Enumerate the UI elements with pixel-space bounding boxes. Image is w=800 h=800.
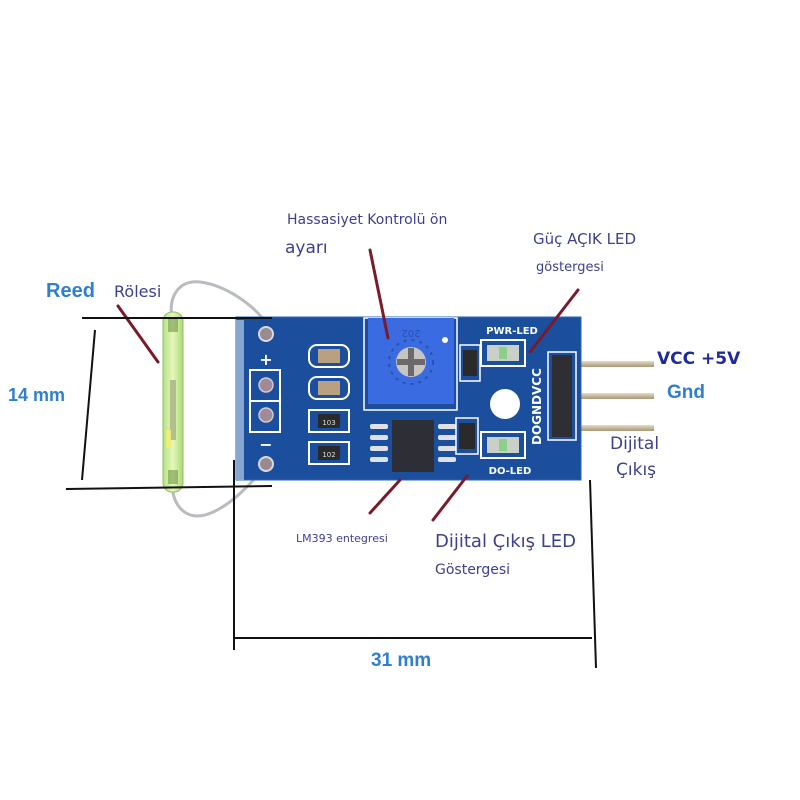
power-led: PWR-LED <box>480 326 538 367</box>
digital-out-label-line1: Dijital <box>610 434 660 454</box>
reed-switch <box>162 311 184 493</box>
do-led-silkscreen: DO-LED <box>489 466 532 477</box>
pointer-reed <box>116 304 160 364</box>
do-led-label-line1: Dijital Çıkış LED <box>435 531 577 552</box>
power-led-label-line1: Güç AÇIK LED <box>533 230 637 248</box>
pointer-sensitivity <box>368 248 390 340</box>
reed-relay-label: Rölesi <box>114 282 162 301</box>
pointer-lm393 <box>368 478 402 515</box>
gnd-pin-label: Gnd <box>667 382 705 403</box>
header-pins <box>570 361 654 431</box>
pointer-power-led <box>528 288 580 354</box>
svg-text:102: 102 <box>322 451 335 459</box>
height-dimension-label: 14 mm <box>8 385 66 405</box>
plus-silkscreen: + <box>259 350 272 369</box>
sensitivity-label-line2: ayarı <box>285 238 328 258</box>
potentiometer: 202 <box>363 317 458 411</box>
res1-code: 103 <box>322 419 335 427</box>
width-dimension-label: 31 mm <box>371 650 432 671</box>
vcc-pin-label: VCC +5V <box>657 349 741 369</box>
minus-silkscreen: − <box>259 435 272 454</box>
pointer-do-led <box>431 474 469 522</box>
lm393-label: LM393 entegresi <box>296 532 388 545</box>
reed-label: Reed <box>46 280 95 302</box>
sensitivity-label-line1: Hassasiyet Kontrolü ön <box>287 212 448 228</box>
pcb-board: + − 103 102 202 <box>235 316 582 481</box>
do-led: DO-LED <box>480 431 532 477</box>
digital-out-label-line2: Çıkış <box>616 460 657 480</box>
pot-code: 202 <box>401 327 420 338</box>
pwr-led-silkscreen: PWR-LED <box>486 326 538 337</box>
pin-silkscreen: DOGNDVCC <box>530 368 544 445</box>
lm393-ic <box>370 420 456 472</box>
reed-lead-top <box>169 280 270 327</box>
do-led-label-line2: Göstergesi <box>435 562 511 578</box>
dimension-lines <box>65 317 597 669</box>
power-led-label-line2: göstergesi <box>536 260 604 275</box>
mounting-hole <box>490 389 520 419</box>
pointer-lines <box>116 248 580 522</box>
